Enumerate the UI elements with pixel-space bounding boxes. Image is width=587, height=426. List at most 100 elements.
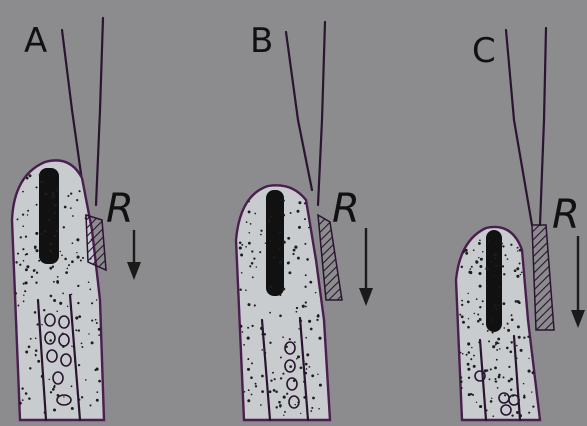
stipple-dot bbox=[251, 250, 253, 252]
stipple-dot bbox=[53, 386, 55, 388]
stipple-dot bbox=[316, 319, 318, 321]
stipple-dot bbox=[470, 268, 472, 270]
stipple-dot bbox=[479, 239, 481, 241]
stipple-dot bbox=[292, 253, 294, 255]
stipple-dot bbox=[49, 339, 52, 342]
stipple-dot bbox=[497, 304, 499, 306]
stipple-dot bbox=[269, 286, 272, 289]
panel-c-canal bbox=[486, 230, 502, 332]
stipple-dot bbox=[324, 299, 325, 300]
stipple-dot bbox=[489, 378, 491, 380]
stipple-dot bbox=[91, 341, 94, 344]
stipple-dot bbox=[510, 244, 512, 246]
stipple-dot bbox=[34, 269, 35, 270]
stipple-dot bbox=[283, 214, 285, 216]
stipple-dot bbox=[315, 292, 317, 294]
stipple-dot bbox=[303, 361, 305, 363]
stipple-dot bbox=[247, 327, 249, 329]
stipple-dot bbox=[244, 391, 246, 393]
stipple-dot bbox=[319, 384, 322, 387]
stipple-dot bbox=[477, 314, 479, 316]
stipple-dot bbox=[279, 406, 281, 408]
stipple-dot bbox=[247, 337, 250, 340]
stipple-dot bbox=[37, 360, 40, 363]
stipple-dot bbox=[21, 387, 23, 389]
stipple-dot bbox=[467, 301, 470, 304]
stipple-dot bbox=[283, 241, 286, 244]
stipple-dot bbox=[473, 249, 475, 251]
stipple-dot bbox=[250, 223, 252, 225]
stipple-dot bbox=[305, 274, 307, 276]
stipple-dot bbox=[95, 319, 97, 321]
stipple-dot bbox=[323, 302, 326, 305]
stipple-dot bbox=[503, 376, 505, 378]
stipple-dot bbox=[98, 334, 100, 336]
stipple-dot bbox=[99, 178, 100, 179]
stipple-dot bbox=[81, 346, 83, 348]
stipple-dot bbox=[509, 350, 512, 353]
stipple-dot bbox=[479, 285, 482, 288]
stipple-dot bbox=[527, 270, 530, 273]
stipple-dot bbox=[23, 300, 25, 302]
stipple-dot bbox=[499, 265, 501, 267]
panel-c-hatched-area bbox=[532, 225, 554, 330]
stipple-dot bbox=[517, 403, 519, 405]
panel-b-gingiva-line-right bbox=[318, 22, 325, 205]
stipple-dot bbox=[98, 328, 101, 331]
stipple-dot bbox=[492, 415, 494, 417]
stipple-dot bbox=[77, 285, 79, 287]
stipple-dot bbox=[478, 272, 481, 275]
stipple-dot bbox=[482, 251, 484, 253]
stipple-dot bbox=[26, 177, 29, 180]
stipple-dot bbox=[303, 380, 306, 383]
stipple-dot bbox=[312, 397, 315, 400]
stipple-dot bbox=[49, 379, 51, 381]
stipple-dot bbox=[62, 293, 64, 295]
stipple-dot bbox=[43, 309, 45, 311]
stipple-dot bbox=[469, 271, 472, 274]
stipple-dot bbox=[498, 376, 501, 379]
stipple-dot bbox=[73, 346, 74, 347]
stipple-dot bbox=[29, 367, 31, 369]
stipple-dot bbox=[282, 336, 284, 338]
stipple-dot bbox=[474, 313, 476, 315]
stipple-dot bbox=[281, 259, 282, 260]
panel-c-gingiva-line-left bbox=[506, 30, 532, 225]
stipple-dot bbox=[523, 383, 525, 385]
stipple-dot bbox=[308, 366, 310, 368]
stipple-dot bbox=[268, 220, 271, 223]
stipple-dot bbox=[495, 292, 497, 294]
stipple-dot bbox=[293, 249, 296, 252]
stipple-dot bbox=[503, 273, 505, 275]
stipple-dot bbox=[57, 276, 59, 278]
stipple-dot bbox=[294, 341, 296, 343]
panel-c: C R bbox=[456, 28, 585, 420]
stipple-dot bbox=[477, 320, 480, 323]
stipple-dot bbox=[20, 236, 22, 238]
stipple-dot bbox=[261, 333, 263, 335]
stipple-dot bbox=[459, 314, 461, 316]
stipple-dot bbox=[511, 414, 513, 416]
stipple-dot bbox=[275, 391, 278, 394]
panel-a-hatched-area bbox=[86, 215, 106, 270]
stipple-dot bbox=[22, 225, 24, 227]
stipple-dot bbox=[308, 227, 310, 229]
stipple-dot bbox=[317, 315, 320, 318]
stipple-dot bbox=[305, 306, 307, 308]
stipple-dot bbox=[57, 394, 60, 397]
stipple-dot bbox=[465, 249, 468, 252]
stipple-dot bbox=[255, 385, 257, 387]
panel-b-gingiva-line-left bbox=[286, 32, 312, 190]
stipple-dot bbox=[304, 286, 306, 288]
stipple-dot bbox=[492, 345, 495, 348]
stipple-dot bbox=[471, 347, 472, 348]
stipple-dot bbox=[91, 199, 93, 201]
stipple-dot bbox=[254, 213, 256, 215]
panel-c-force-label: R bbox=[552, 192, 580, 238]
stipple-dot bbox=[488, 240, 490, 242]
panel-c-gingiva-line-right bbox=[540, 28, 546, 225]
stipple-dot bbox=[306, 353, 309, 356]
stipple-dot bbox=[304, 372, 307, 375]
stipple-dot bbox=[241, 244, 243, 246]
stipple-dot bbox=[528, 358, 529, 359]
